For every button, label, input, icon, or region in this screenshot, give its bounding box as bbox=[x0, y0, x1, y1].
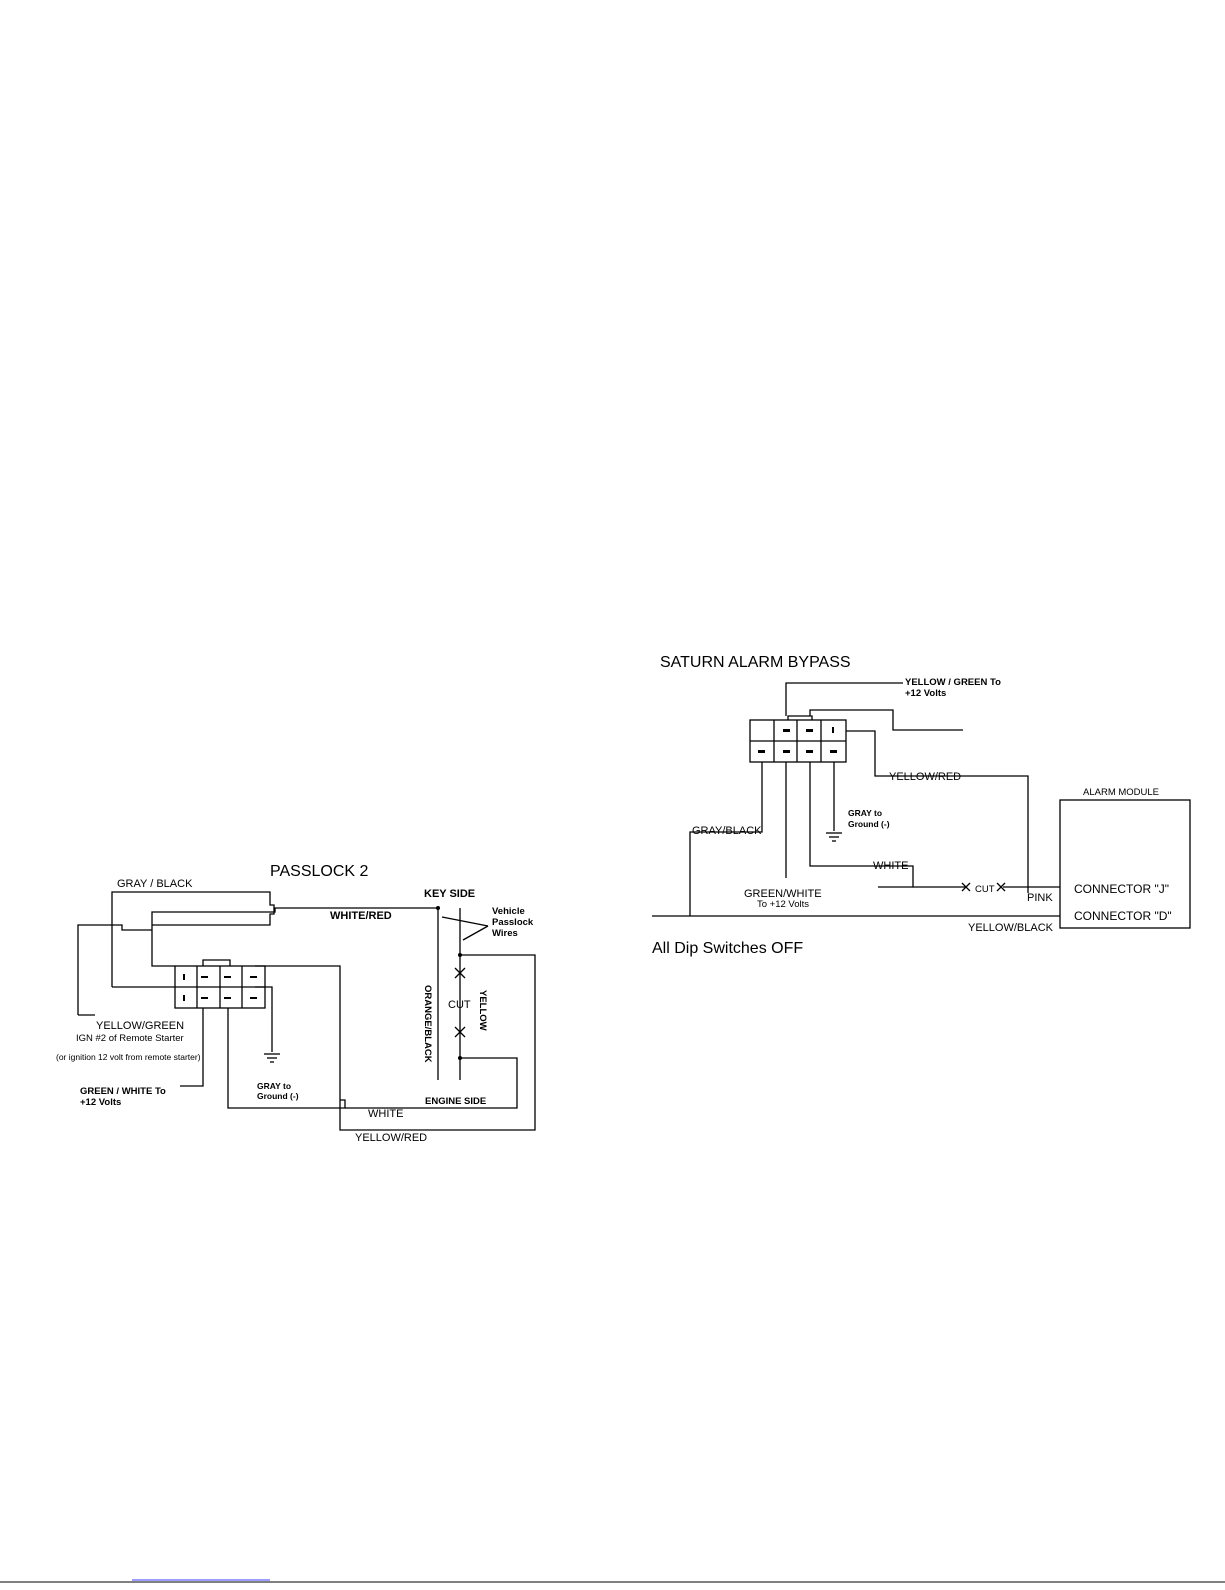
passlock-green-white-label-2: +12 Volts bbox=[80, 1097, 121, 1108]
saturn-title: SATURN ALARM BYPASS bbox=[660, 654, 851, 671]
saturn-connector-d-label: CONNECTOR "D" bbox=[1074, 909, 1172, 923]
passlock-ign-label: IGN #2 of Remote Starter bbox=[76, 1033, 184, 1044]
passlock-passlock-label: Passlock bbox=[492, 917, 534, 928]
saturn-green-white-label-1: GREEN/WHITE bbox=[744, 888, 822, 900]
saturn-yellow-red-label: YELLOW/RED bbox=[889, 771, 961, 783]
saturn-yellow-green-label-1: YELLOW / GREEN To bbox=[905, 677, 1001, 688]
passlock-white-label: WHITE bbox=[368, 1108, 403, 1120]
passlock-title: PASSLOCK 2 bbox=[270, 863, 369, 880]
saturn-yellow-green-label-2: +12 Volts bbox=[905, 688, 946, 699]
saturn-alarm-module-label: ALARM MODULE bbox=[1083, 787, 1159, 798]
passlock-wires bbox=[77, 891, 536, 1131]
passlock-gray-label-1: GRAY to bbox=[257, 1081, 291, 1091]
passlock-cut-label: CUT bbox=[448, 999, 471, 1011]
saturn-gray-label-2: Ground (-) bbox=[848, 819, 890, 829]
saturn-green-white-label-2: To +12 Volts bbox=[757, 899, 809, 910]
saturn-gray-label-1: GRAY to bbox=[848, 808, 882, 818]
passlock-connector bbox=[174, 959, 266, 1009]
saturn-gray-black-label: GRAY/BLACK bbox=[692, 825, 762, 837]
passlock-engine-side-label: ENGINE SIDE bbox=[425, 1096, 486, 1107]
passlock-key-side-label: KEY SIDE bbox=[424, 888, 475, 900]
passlock-ign-note-label: (or ignition 12 volt from remote starter… bbox=[56, 1052, 201, 1062]
saturn-connector-j-label: CONNECTOR "J" bbox=[1074, 882, 1169, 896]
saturn-dip-switch-note: All Dip Switches OFF bbox=[652, 940, 803, 957]
passlock-wires-label: Wires bbox=[492, 928, 518, 939]
saturn-pink-label: PINK bbox=[1027, 892, 1053, 904]
passlock-orange-black-label: ORANGE/BLACK bbox=[422, 985, 433, 1063]
passlock-green-white-label-1: GREEN / WHITE To bbox=[80, 1086, 166, 1097]
saturn-alarm-module-box bbox=[1059, 799, 1191, 929]
saturn-wires bbox=[652, 682, 1060, 917]
passlock-vehicle-label: Vehicle bbox=[492, 906, 525, 917]
passlock-yellow-label: YELLOW bbox=[477, 990, 488, 1031]
passlock-diagram: PASSLOCK 2 bbox=[56, 863, 536, 1144]
saturn-yellow-black-label: YELLOW/BLACK bbox=[968, 922, 1054, 934]
passlock-gray-label-2: Ground (-) bbox=[257, 1091, 299, 1101]
passlock-gray-black-label: GRAY / BLACK bbox=[117, 878, 193, 890]
saturn-connector bbox=[749, 715, 847, 763]
passlock-yellow-green-label: YELLOW/GREEN bbox=[96, 1020, 184, 1032]
saturn-diagram: SATURN ALARM BYPASS bbox=[652, 654, 1191, 957]
passlock-yellow-red-label: YELLOW/RED bbox=[355, 1132, 427, 1144]
passlock-white-red-label: WHITE/RED bbox=[330, 910, 392, 922]
saturn-cut-label: CUT bbox=[975, 884, 995, 895]
saturn-white-label: WHITE bbox=[873, 860, 908, 872]
